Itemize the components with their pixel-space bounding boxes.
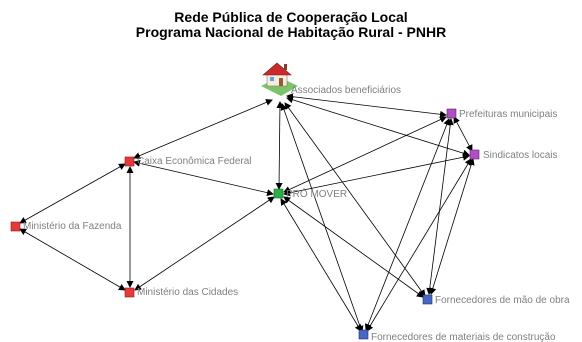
label-cidades: Ministério das Cidades — [137, 287, 238, 298]
edge-fazenda-caixa — [19, 163, 126, 224]
node-fazenda[interactable] — [10, 221, 21, 232]
diagram-title-line2: Programa Nacional de Habitação Rural - P… — [135, 24, 447, 40]
house-icon — [261, 62, 298, 96]
node-sindicatos[interactable] — [469, 149, 480, 160]
diagram-title-line1: Rede Pública de Cooperação Local — [174, 9, 408, 25]
edge-fazenda-cidades — [19, 228, 126, 291]
edge-sindicatos-fornecedores-materiais — [366, 158, 472, 332]
node-promover[interactable] — [273, 188, 284, 199]
label-promover: PRÓ MOVER — [286, 187, 347, 200]
node-caixa[interactable] — [124, 156, 135, 167]
node-cidades[interactable] — [124, 287, 135, 298]
edge-caixa-promover — [133, 159, 274, 197]
label-fazenda: Ministério da Fazenda — [23, 221, 122, 232]
edges — [19, 93, 475, 333]
label-caixa: Caixa Econômica Federal — [137, 156, 252, 167]
label-prefeituras: Prefeituras municipais — [459, 109, 557, 120]
label-sindicatos: Sindicatos locais — [483, 150, 557, 161]
node-fornecedores-materiais[interactable] — [358, 329, 369, 340]
edge-prefeituras-fornecedores-obra — [426, 118, 454, 295]
edge-promover-fornecedores-obra — [283, 196, 424, 298]
node-prefeituras[interactable] — [446, 108, 457, 119]
label-fornecedores-materiais: Fornecedores de materiais de construção — [371, 332, 556, 342]
edge-promover-prefeituras — [283, 116, 447, 193]
label-fornecedores-obra: Fornecedores de mão de obra — [435, 295, 570, 306]
label-associados: Associados beneficiários — [291, 85, 401, 96]
edge-associados-fornecedores-materiais — [280, 103, 364, 333]
edge-prefeituras-sindicatos — [453, 116, 473, 152]
edge-caixa-associados — [133, 99, 273, 159]
edge-promover-fornecedores-materiais — [280, 198, 362, 332]
edge-cidades-promover — [134, 196, 275, 291]
edge-associados-promover — [275, 101, 284, 190]
node-fornecedores-obra[interactable] — [422, 294, 433, 305]
